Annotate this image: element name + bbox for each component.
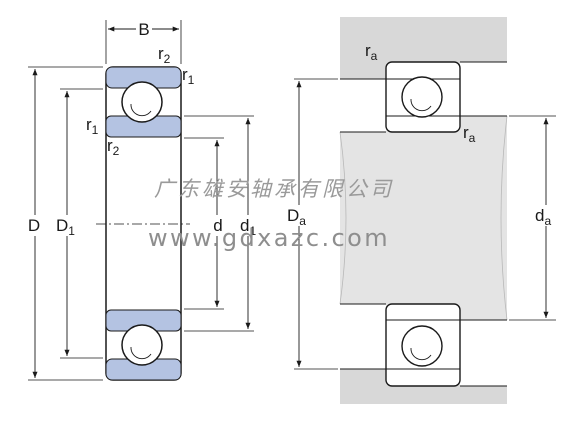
extension-lines-right — [294, 78, 556, 370]
shaft-end-shade — [500, 115, 508, 321]
label-D: D — [28, 216, 40, 235]
label-r2-top: r2 — [158, 44, 171, 66]
label-d1: d1 — [240, 216, 256, 238]
mount-ball-top — [401, 76, 443, 118]
shaft-shade — [339, 131, 347, 305]
dimension-lines-left — [32, 26, 251, 378]
label-d: d — [213, 216, 222, 235]
watermark-url: www.gdxazc.com — [148, 224, 390, 252]
label-Da: Da — [287, 206, 306, 228]
ball-top-highlight — [130, 103, 152, 117]
ball-bottom-highlight — [130, 346, 152, 360]
watermark-company: 广东雄安轴承有限公司 — [154, 177, 394, 201]
watermark: 广东雄安轴承有限公司 www.gdxazc.com — [148, 177, 394, 252]
ball-top — [121, 81, 163, 123]
label-B: B — [138, 20, 149, 39]
bearing-cross-section — [96, 66, 190, 381]
extension-lines-left — [28, 20, 254, 381]
shaft — [340, 116, 507, 320]
mounting-section — [339, 17, 508, 404]
labels-right: ra ra Da da — [287, 41, 551, 228]
label-r2-inner: r2 — [107, 136, 120, 158]
ball-bottom — [121, 324, 163, 366]
label-da: da — [535, 206, 551, 228]
label-ra-top: ra — [365, 41, 378, 63]
label-r1-inner: r1 — [86, 115, 99, 137]
label-D1: D1 — [56, 216, 75, 238]
dimension-lines-right — [296, 81, 549, 367]
label-r1-top: r1 — [182, 65, 195, 87]
labels-left: B r2 r1 r1 r2 D D1 d d1 — [28, 20, 257, 238]
mount-ball-bottom — [401, 325, 443, 367]
housing-top — [340, 17, 507, 79]
label-ra-shaft: ra — [463, 123, 476, 145]
